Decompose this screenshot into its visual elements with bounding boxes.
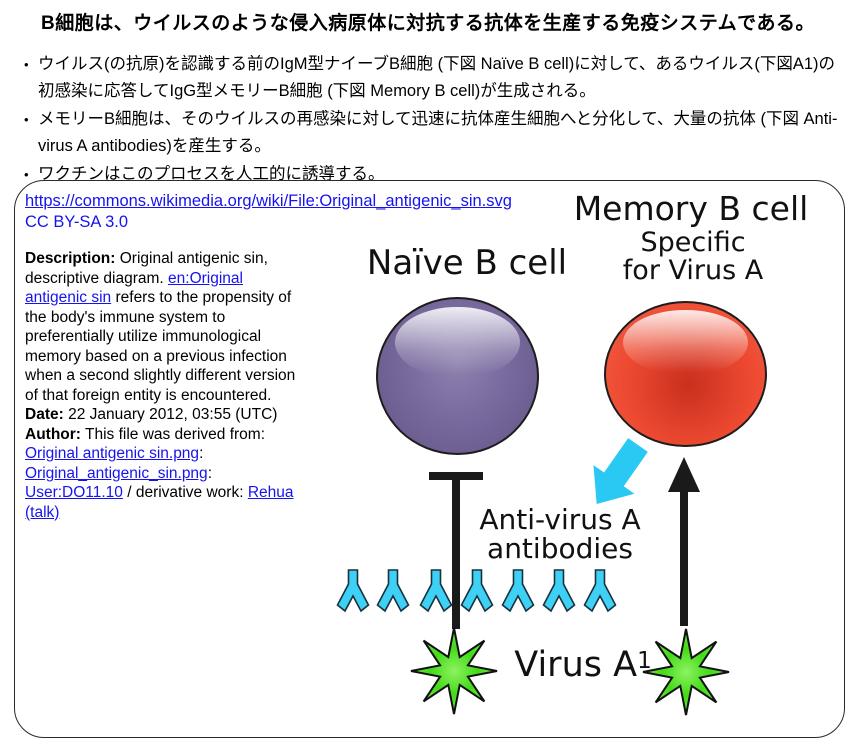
antibody-row — [336, 569, 617, 612]
description-block: Description: Original antigenic sin, des… — [25, 249, 305, 522]
description-text-2: refers to the propensity of the body's i… — [25, 289, 296, 404]
virus-star-icon-right — [642, 628, 730, 716]
diagram-overlay — [336, 438, 730, 716]
memory-cell-gloss — [623, 310, 748, 376]
author-file-link-2[interactable]: Original_antigenic_sin.png — [25, 464, 208, 482]
naive-cell-gloss — [395, 306, 520, 378]
description-text-1: Original antigenic sin, descriptive diag… — [25, 250, 268, 287]
bullet-item-3: ワクチンはこのプロセスを人工的に誘導する。 — [22, 161, 842, 188]
antibody-icon — [460, 569, 494, 612]
naive-b-cell-label: Naïve B cell — [366, 243, 568, 283]
virus-to-memory-arrow — [668, 457, 700, 626]
figure-box: https://commons.wikimedia.org/wiki/File:… — [14, 180, 845, 738]
author-user-link[interactable]: User:DO11.10 — [25, 484, 123, 501]
author-label: Author: — [25, 425, 81, 443]
author-sep-3: / derivative work: — [122, 484, 248, 501]
virus-a-superscript: 1 — [637, 648, 652, 674]
anti-virus-label-line2: antibodies — [487, 532, 633, 565]
antibody-icon — [542, 569, 576, 612]
date-label: Date: — [25, 406, 64, 423]
license-label: CC BY-SA 3.0 — [25, 213, 129, 231]
author-sep-1: : — [199, 445, 204, 462]
virus-a-label: Virus A1 — [514, 645, 651, 685]
date-text: 22 January 2012, 03:55 (UTC) — [63, 406, 278, 423]
memory-to-antibody-arrow — [593, 438, 648, 504]
memory-b-cell-label: Memory B cell — [573, 189, 809, 228]
inhibition-t-symbol — [429, 472, 483, 629]
virus-a-label-text: Virus A — [514, 645, 638, 685]
source-block: https://commons.wikimedia.org/wiki/File:… — [25, 191, 570, 233]
bullet-item-1: ウイルス(の抗原)を認識する前のIgM型ナイーブB細胞 (下図 Naïve B … — [22, 51, 842, 105]
author-sep-2: : — [207, 464, 212, 482]
antibody-icon — [336, 569, 370, 612]
antibody-icon — [501, 569, 535, 612]
antibody-icon — [583, 569, 617, 612]
description-label: Description: — [25, 250, 116, 267]
bullet-item-2: メモリーB細胞は、そのウイルスの再感染に対して迅速に抗体産生細胞へと分化して、大… — [22, 106, 842, 160]
author-talk-link[interactable]: Rehua (talk) — [25, 484, 294, 521]
author-text-1: This file was derived from: — [80, 425, 266, 443]
memory-b-cell-shape — [604, 301, 767, 447]
memory-for-virus-a-label: for Virus A — [622, 255, 764, 286]
author-file-link-1[interactable]: Original antigenic sin.png — [25, 445, 200, 462]
description-article-link[interactable]: en:Original antigenic sin — [25, 269, 243, 307]
antibody-icon — [419, 569, 453, 612]
page-title: B細胞は、ウイルスのような侵入病原体に対抗する抗体を生産する免疫システムである。 — [41, 13, 815, 34]
virus-star-icon-left — [410, 627, 498, 715]
memory-specific-label: Specific — [640, 227, 746, 258]
naive-b-cell-shape — [376, 297, 539, 455]
antibody-icon — [376, 569, 410, 612]
anti-virus-label-line1: Anti-virus A — [479, 503, 641, 536]
bullet-list: ウイルス(の抗原)を認識する前のIgM型ナイーブB細胞 (下図 Naïve B … — [22, 51, 842, 188]
source-url-link[interactable]: https://commons.wikimedia.org/wiki/File:… — [25, 192, 512, 210]
